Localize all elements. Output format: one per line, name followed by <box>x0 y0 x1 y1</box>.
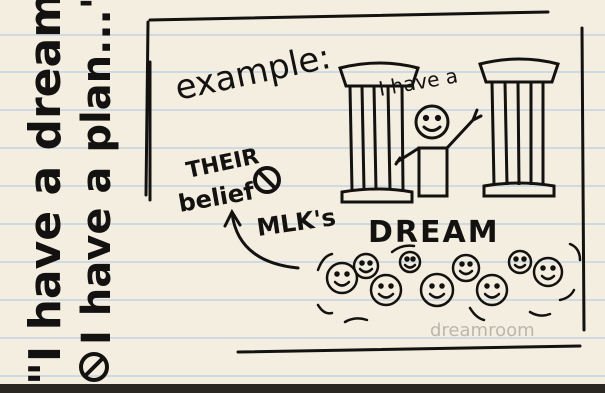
column-icon <box>480 59 558 196</box>
watermark: dreamroom <box>430 320 535 341</box>
crowd <box>318 244 580 322</box>
dream-label: DREAM <box>368 215 500 250</box>
stick-figure-icon <box>396 106 481 196</box>
smiley-face-icon <box>421 274 453 306</box>
smiley-face-icon <box>354 254 378 278</box>
quote-line-1: "I have a dream... <box>20 0 71 385</box>
prohibited-icon <box>255 168 279 192</box>
page-edge <box>0 384 605 393</box>
quote-line-2: I have a plan..." <box>74 0 120 345</box>
mlks-label: MLK's <box>255 203 338 242</box>
side-quote: "I have a dream... I have a plan..." <box>20 0 120 385</box>
smiley-face-icon <box>327 263 357 293</box>
example-label: example: <box>172 37 335 109</box>
smiley-face-icon <box>453 255 479 281</box>
speech-text: I have a <box>377 63 460 101</box>
